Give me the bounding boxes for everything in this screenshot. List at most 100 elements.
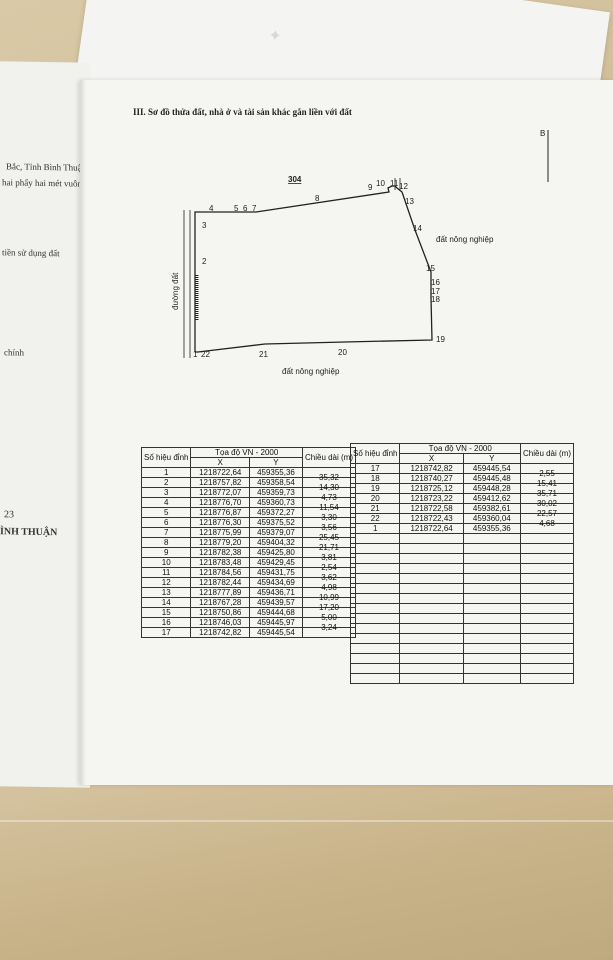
segment-length [519, 593, 575, 604]
vertex-id: 15 [140, 607, 192, 618]
vertex-label: 17 [431, 287, 440, 296]
segment-length [519, 613, 575, 624]
segment-length [519, 623, 575, 634]
header-coord: Tọa độ VN - 2000 [399, 443, 521, 454]
table-row [349, 563, 575, 574]
coord-y [462, 633, 521, 644]
left-text-5: 23 [4, 509, 14, 521]
section-title: III. Sơ đồ thửa đất, nhà ở và tài sản kh… [133, 107, 352, 117]
segment-length: 3,24 [301, 617, 357, 632]
vertex-id [349, 563, 401, 574]
coord-y [462, 573, 521, 584]
vertex-label: 3 [202, 221, 207, 230]
segment-length [519, 633, 575, 644]
coord-x [399, 543, 464, 554]
parcel-boundary [194, 185, 433, 353]
segment-length: 4,68 [519, 513, 575, 528]
segment-length: 3,81 [301, 547, 357, 562]
vertex-id: 5 [140, 507, 192, 518]
coord-x: 1218776,70 [190, 497, 250, 508]
vertex-id: 3 [140, 487, 192, 498]
south-neighbor-label: đất nông nghiệp [282, 367, 340, 376]
parcel-diagram: B đường đất 304 1 2 3 4 5 6 7 8 9 10 11 … [171, 129, 549, 376]
vertex-id: 10 [140, 557, 192, 568]
segment-length: 3,56 [301, 517, 357, 532]
segment-length: 21,71 [301, 537, 357, 552]
segment-length [519, 563, 575, 574]
header-length: Chiều dài (m) [301, 447, 357, 468]
table-row [349, 553, 575, 564]
vertex-id: 20 [349, 493, 401, 504]
vertex-id: 18 [349, 473, 401, 484]
segment-length: 35,71 [519, 483, 575, 498]
vertex-id [349, 573, 401, 584]
road-label: đường đất [171, 272, 180, 310]
left-text-3: tiền sử dụng đất [2, 247, 60, 259]
coord-y: 459375,52 [248, 517, 303, 528]
segment-length: 15,41 [519, 473, 575, 488]
segment-length: 4,98 [301, 577, 357, 592]
vertex-id: 9 [140, 547, 192, 558]
coord-x: 1218775,99 [190, 527, 250, 538]
vertex-id [349, 643, 401, 654]
vertex-label: 15 [426, 264, 435, 273]
north-label: B [540, 129, 545, 138]
coord-y: 459382,61 [462, 503, 521, 514]
vertex-label: 14 [413, 224, 422, 233]
coord-y: 459360,04 [462, 513, 521, 524]
table-row [349, 633, 575, 644]
left-page: Bắc, Tỉnh Bình Thuận hai phẩy hai mét vu… [0, 61, 90, 788]
coord-x: 1218742,82 [190, 627, 250, 638]
vertex-id: 12 [140, 577, 192, 588]
segment-length [519, 663, 575, 674]
segment-length: 14,30 [301, 477, 357, 492]
coord-x: 1218772,07 [190, 487, 250, 498]
vertex-id [349, 553, 401, 564]
coord-y [462, 623, 521, 634]
coord-y: 459448,28 [462, 483, 521, 494]
coord-y [462, 663, 521, 674]
coord-x [399, 673, 464, 684]
segment-length [519, 643, 575, 654]
left-text-2: hai phẩy hai mét vuông) [2, 177, 90, 189]
vertex-id [349, 623, 401, 634]
segment-length: 22,57 [519, 503, 575, 518]
page-fold [80, 80, 86, 785]
segment-length: 3,62 [301, 567, 357, 582]
vertex-id: 21 [349, 503, 401, 514]
vertex-id: 1 [140, 467, 192, 478]
coord-x [399, 563, 464, 574]
vertex-id [349, 653, 401, 664]
coord-y [462, 603, 521, 614]
segment-length [519, 653, 575, 664]
coord-x: 1218750,86 [190, 607, 250, 618]
coord-x [399, 613, 464, 624]
coord-y: 459429,45 [248, 557, 303, 568]
coord-x: 1218740,27 [399, 473, 464, 484]
segment-length [519, 573, 575, 584]
coord-y: 459431,75 [248, 567, 303, 578]
vertex-label: 21 [259, 350, 268, 359]
vertex-label: 1 [193, 350, 198, 359]
coord-x: 1218725,12 [399, 483, 464, 494]
vertex-id: 11 [140, 567, 192, 578]
coord-x: 1218784,56 [190, 567, 250, 578]
faint-stamp: ✦ [267, 27, 283, 46]
vertex-id: 13 [140, 587, 192, 598]
vertex-id: 16 [140, 617, 192, 628]
vertex-label: 16 [431, 278, 440, 287]
coord-x [399, 633, 464, 644]
segment-length: 2,55 [519, 463, 575, 478]
coord-y: 459434,69 [248, 577, 303, 588]
